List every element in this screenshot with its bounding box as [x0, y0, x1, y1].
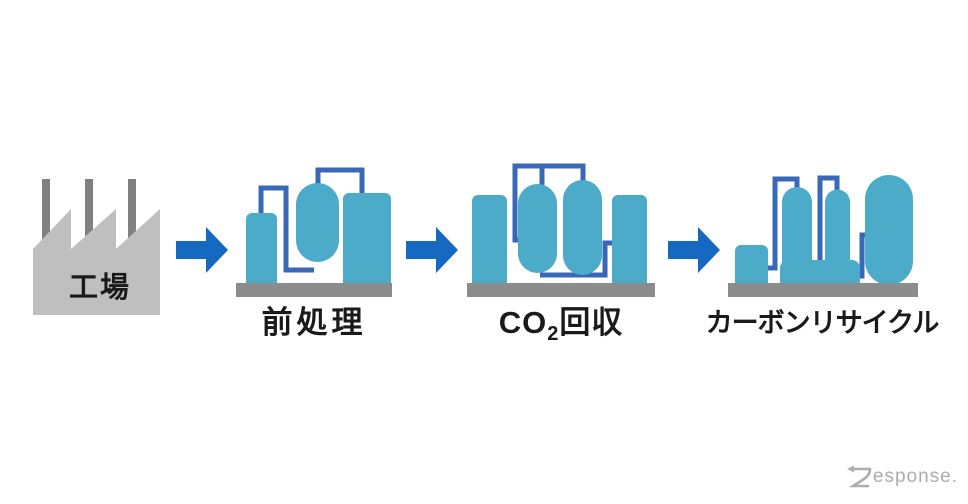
factory-chimney	[42, 179, 50, 254]
watermark-text: esponse.	[872, 466, 958, 487]
carbon-recycle-label: カーボンリサイクル	[705, 308, 940, 338]
tank	[612, 195, 647, 290]
factory-icon	[33, 179, 160, 315]
factory-building	[33, 209, 160, 315]
factory-label: 工場	[68, 272, 131, 304]
tank	[782, 187, 812, 287]
pretreatment-plant-icon	[236, 167, 392, 297]
pipe	[766, 176, 800, 271]
platform	[728, 283, 918, 297]
tank	[563, 180, 602, 275]
factory-chimney	[128, 179, 136, 254]
co2-label-suffix: 回収	[559, 305, 624, 340]
pipe	[817, 175, 840, 267]
flow-arrow-icon	[406, 227, 458, 273]
tank	[518, 184, 557, 273]
pipe	[258, 185, 314, 273]
pretreatment-label: 前処理	[261, 305, 367, 340]
response-watermark: esponse.	[834, 462, 958, 492]
co2-label-subscript: 2	[547, 323, 560, 346]
factory-chimney	[85, 179, 93, 254]
flow-arrow-icon	[668, 227, 720, 273]
platform	[236, 283, 392, 297]
tank	[296, 183, 339, 262]
tank	[735, 245, 768, 290]
flow-arrow-icon	[176, 227, 228, 273]
co2-capture-label: CO2回収	[467, 297, 655, 346]
pipe	[540, 240, 613, 278]
tank	[472, 195, 507, 290]
tank	[825, 189, 850, 287]
co2-capture-plant-icon	[467, 163, 655, 297]
co2-label-prefix: CO	[498, 305, 548, 340]
platform	[467, 283, 655, 297]
carbon-recycle-plant-icon	[728, 175, 918, 297]
tank	[865, 175, 913, 285]
tank	[246, 213, 277, 293]
tank	[343, 193, 391, 293]
response-logo-r-icon	[846, 465, 872, 488]
